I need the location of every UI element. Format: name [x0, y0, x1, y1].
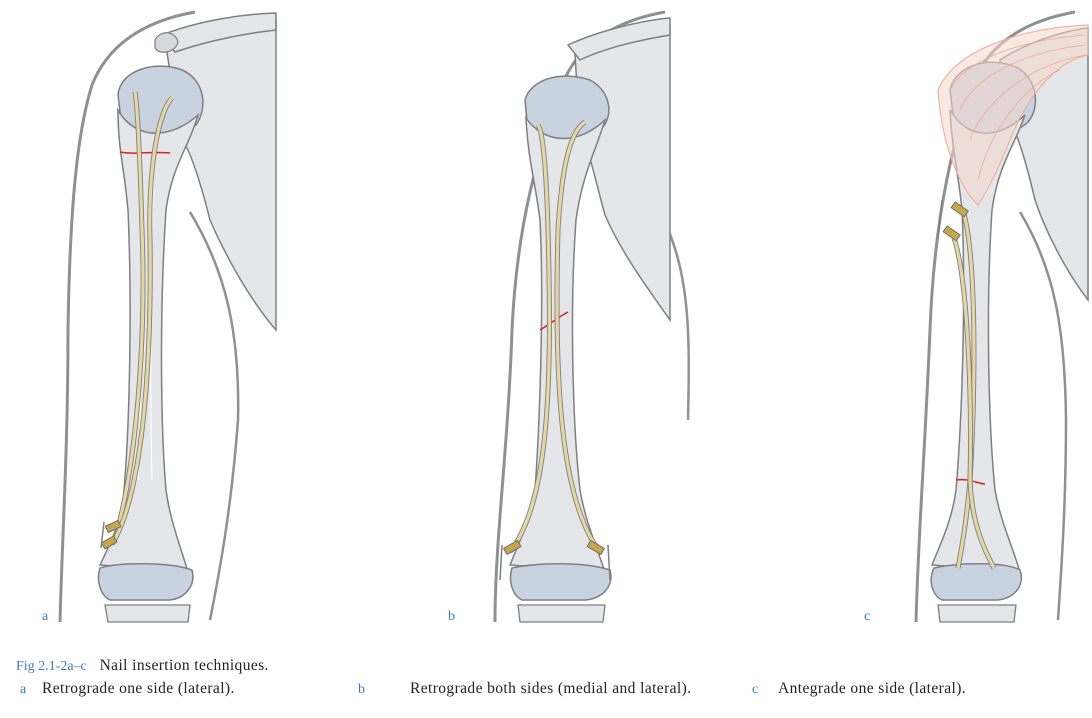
- nail-end-cap: [502, 539, 522, 556]
- insertion-pin: [607, 544, 611, 581]
- clavicle: [160, 12, 277, 53]
- acromion: [154, 32, 179, 53]
- caption-item-a: a Retrograde one side (lateral).: [20, 678, 350, 700]
- figure-caption-title: Fig 2.1-2a–c Nail insertion techniques.: [16, 655, 269, 677]
- panel-label-a: a: [42, 609, 49, 624]
- clavicle: [566, 17, 671, 61]
- panel-b-illustration: [493, 10, 690, 623]
- caption-text-a: Retrograde one side (lateral).: [42, 680, 235, 697]
- forearm-bones: [937, 604, 1017, 623]
- figure-title: Nail insertion techniques.: [99, 657, 269, 674]
- caption-letter-b: b: [358, 682, 365, 697]
- panel-a-illustration: [58, 10, 277, 623]
- caption-letter-a: a: [20, 682, 27, 697]
- panel-label-b: b: [448, 609, 455, 624]
- forearm-bones: [517, 604, 606, 623]
- caption-item-b: b Retrograde both sides (medial and later…: [358, 678, 710, 700]
- arm-outline-inner: [188, 211, 240, 621]
- deltoid-muscle: [937, 24, 1089, 206]
- elbow-radius-ulna: [930, 563, 1022, 601]
- deltoid-fibers: [949, 34, 1086, 181]
- insertion-pin: [499, 544, 503, 581]
- caption-letter-c: c: [752, 682, 759, 697]
- nail-end-cap: [942, 225, 961, 242]
- fracture-line: [955, 478, 986, 485]
- arm-outline: [58, 10, 196, 623]
- humerus: [930, 109, 1026, 573]
- panel-c-illustration: [914, 10, 1089, 623]
- insertion-pin: [100, 521, 105, 549]
- scapula: [164, 16, 277, 333]
- panel-label-c: c: [864, 609, 871, 624]
- nail-end-cap: [104, 519, 122, 534]
- fracture-line: [119, 151, 171, 154]
- insertion-pin: [937, 199, 943, 239]
- scapula: [574, 24, 671, 323]
- nail-end-cap: [100, 535, 118, 550]
- forearm-bones: [104, 604, 191, 623]
- nail-end-cap: [586, 539, 606, 556]
- arm-outline-inner: [1018, 211, 1068, 621]
- caption-text-b: Retrograde both sides (medial and latera…: [410, 680, 692, 697]
- caption-text-c: Antegrade one side (lateral).: [778, 680, 967, 697]
- elbow-radius-ulna: [97, 563, 194, 601]
- figure-number: Fig 2.1-2a–c: [16, 659, 87, 674]
- nail-end-cap: [950, 201, 969, 218]
- elbow-radius-ulna: [509, 563, 612, 601]
- caption-item-c: c Antegrade one side (lateral).: [752, 678, 1082, 700]
